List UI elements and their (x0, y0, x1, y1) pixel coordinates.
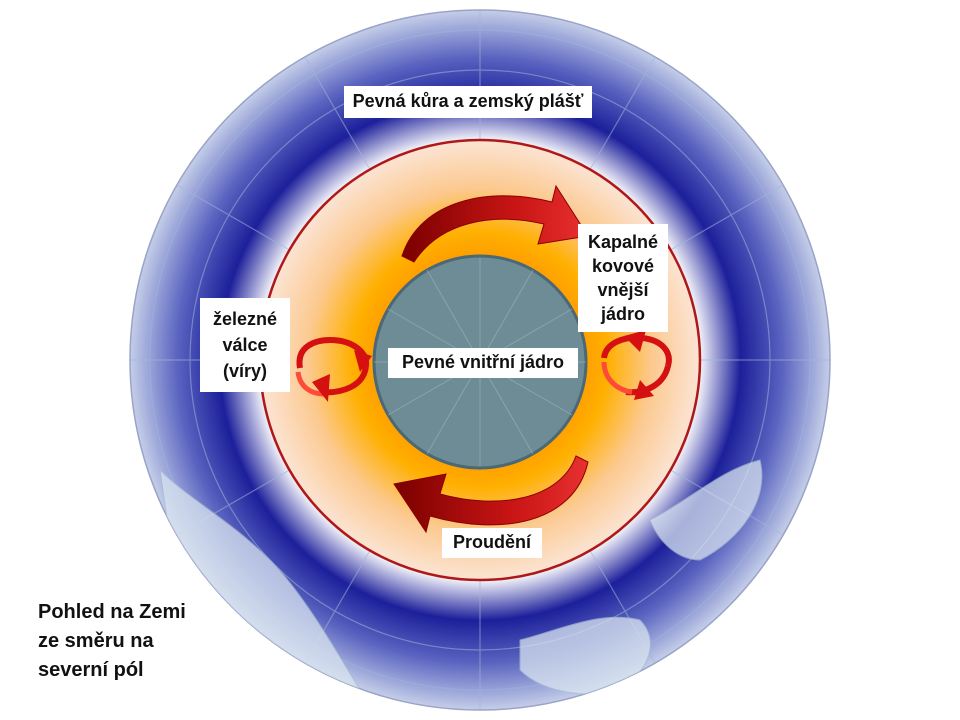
mantle-label: Pevná kůra a zemský plášť (344, 86, 592, 118)
inner-core-label: Pevné vnitřní jádro (388, 348, 578, 378)
vortex-icon (634, 380, 654, 400)
landmass-hints (159, 459, 763, 701)
vortex-icon (354, 350, 372, 372)
vortex-icon (312, 374, 330, 402)
outer-core-label: Kapalné kovové vnější jádro (578, 224, 668, 332)
vortex-icon (624, 330, 646, 352)
view-caption: Pohled na Zemi ze směru na severní pól (38, 601, 186, 681)
vortices-label: železné válce (víry) (200, 298, 290, 392)
flow-label: Proudění (442, 528, 542, 558)
curved-arrow-icon (393, 455, 589, 534)
